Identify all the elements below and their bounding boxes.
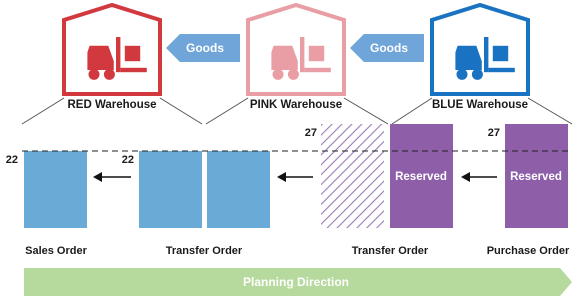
order-label-sales: Sales Order: [25, 245, 87, 257]
warehouse-label-pink: PINK Warehouse: [250, 99, 342, 111]
transfer-order-bar-left: [139, 151, 202, 228]
flow-arrow-icon: [277, 172, 313, 182]
red-warehouse: [62, 2, 162, 96]
goods-arrow-blue-to-pink: Goods: [350, 34, 424, 62]
goods-label: Goods: [186, 41, 224, 55]
warehouse-label-red: RED Warehouse: [67, 99, 156, 111]
quantity-label: 22: [122, 154, 134, 166]
warehouse-building: [246, 2, 346, 96]
planning-direction-label: Planning Direction: [243, 275, 349, 289]
quantity-label: 27: [488, 127, 500, 139]
transfer-order-bar-middle: [207, 151, 270, 228]
warehouse-label-blue: BLUE Warehouse: [432, 99, 528, 111]
goods-label: Goods: [370, 41, 408, 55]
reserved-bar-left: [390, 124, 453, 228]
order-label-purchase: Purchase Order: [487, 245, 570, 257]
sales-order-bar: [24, 151, 87, 228]
order-label-transfer: Transfer Order: [352, 245, 429, 257]
pink-warehouse: [246, 2, 346, 96]
blue-warehouse: [430, 2, 530, 96]
flow-arrow-icon: [461, 172, 497, 182]
goods-arrow-pink-to-red: Goods: [166, 34, 240, 62]
quantity-label: 27: [305, 127, 317, 139]
hatched-transfer-bar: [321, 124, 384, 228]
warehouse-building: [430, 2, 530, 96]
reserved-label: Reserved: [510, 171, 562, 183]
order-label-transfer: Transfer Order: [166, 245, 243, 257]
reserved-label: Reserved: [395, 171, 447, 183]
reserved-bar-right: [505, 124, 568, 228]
warehouse-building: [62, 2, 162, 96]
flow-arrow-icon: [93, 172, 131, 182]
planning-direction-arrow: Planning Direction: [24, 268, 572, 296]
funnel-lines: [21, 97, 573, 125]
quantity-label: 22: [6, 154, 18, 166]
